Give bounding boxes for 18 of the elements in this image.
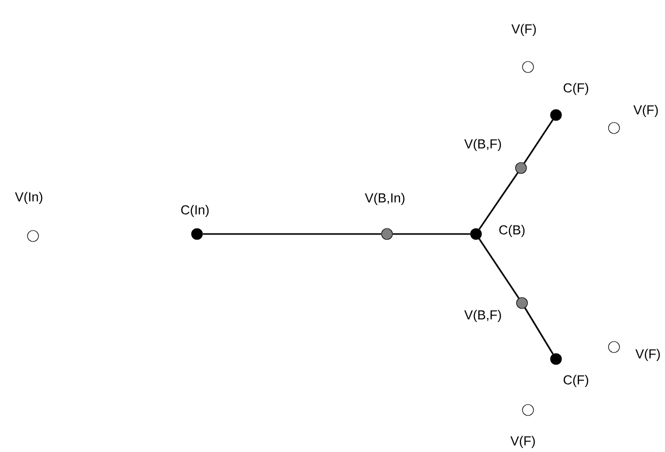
line — [478, 172, 518, 230]
line — [478, 238, 520, 299]
point-label: V(F) — [633, 104, 658, 118]
point-label: C(F) — [564, 82, 588, 96]
point-label: V(F) — [510, 436, 535, 448]
line — [524, 308, 554, 354]
point-label: V(F) — [511, 24, 536, 36]
point-label: C(B) — [499, 224, 525, 238]
line — [392, 233, 470, 235]
point-label: V(B,F) — [464, 138, 501, 152]
line — [524, 119, 554, 164]
point-label: V(In) — [14, 192, 42, 204]
point-label: C(F) — [564, 374, 588, 388]
point-label: V(B,In) — [364, 192, 404, 206]
line — [202, 233, 382, 235]
point-label: C(In) — [181, 204, 209, 218]
point-label: V(B,F) — [464, 310, 501, 322]
point-label: V(F) — [635, 348, 660, 362]
